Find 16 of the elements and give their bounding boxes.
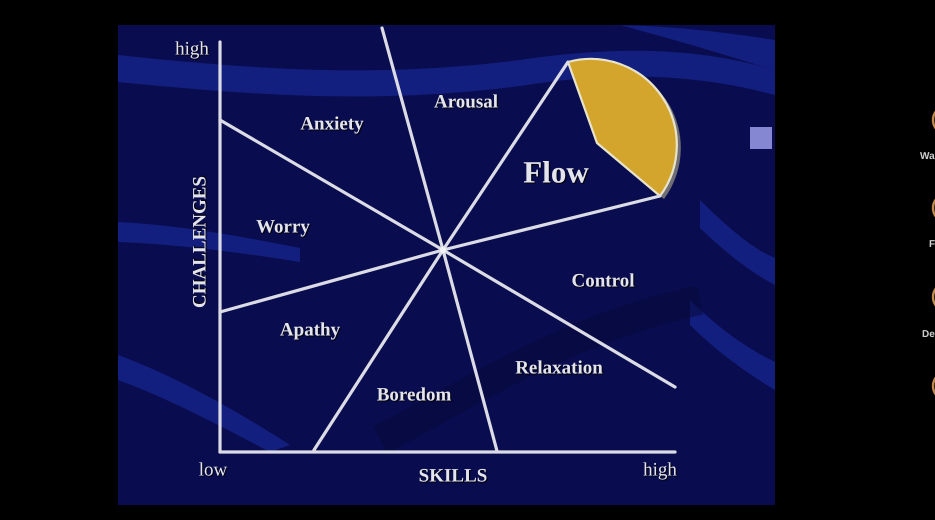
region-label: Boredom: [376, 386, 452, 404]
axis-title: CHALLENGES: [190, 176, 210, 308]
sidebar-label: Wa: [920, 152, 935, 162]
region-label: Control: [572, 272, 634, 290]
region-label: Worry: [256, 218, 310, 236]
region-label: Relaxation: [515, 358, 603, 378]
region-label: Apathy: [280, 320, 340, 340]
axis-end-label: low: [198, 460, 228, 480]
axis-end-label: high: [175, 40, 209, 58]
axis-end-label: high: [643, 460, 677, 480]
region-label: Anxiety: [300, 114, 364, 134]
region-label: Flow: [523, 156, 589, 188]
sidebar-label: De: [922, 330, 935, 340]
axis-title: SKILLS: [418, 466, 488, 486]
sidebar-label: F: [929, 240, 935, 250]
region-label: Arousal: [434, 92, 498, 112]
